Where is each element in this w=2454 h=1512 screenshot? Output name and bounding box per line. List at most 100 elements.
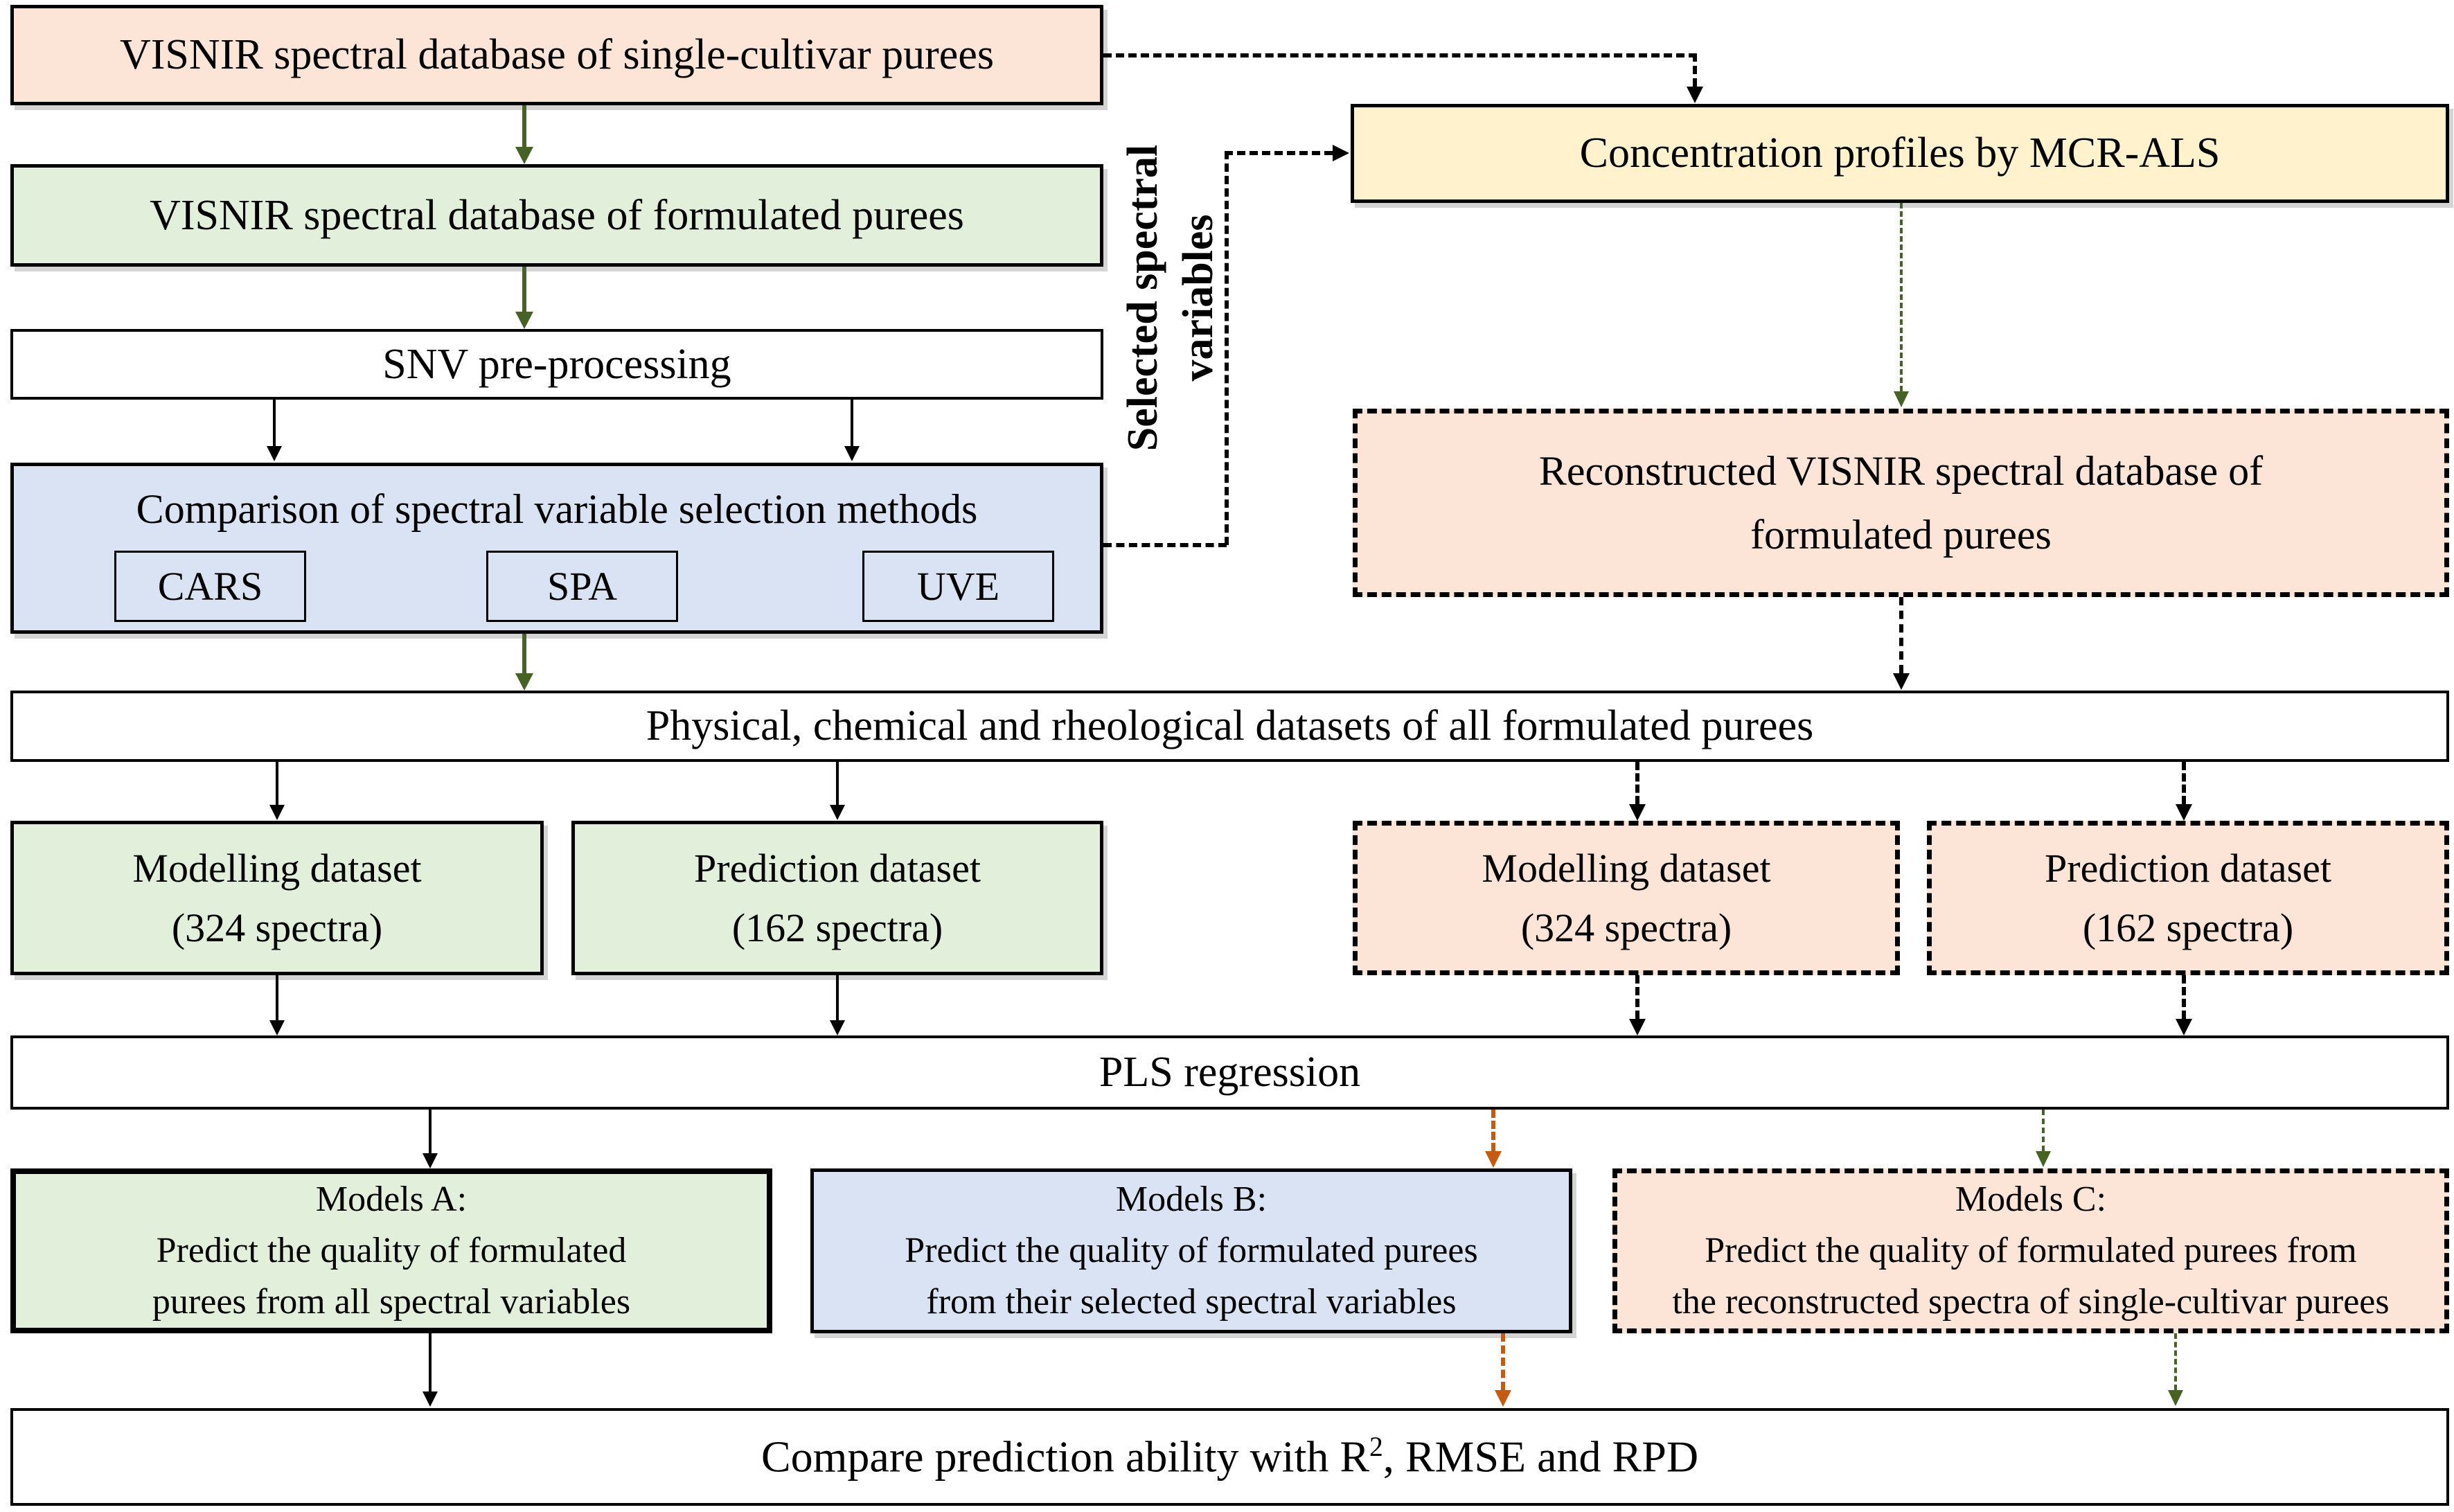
dashed-models-c-to-compare [2174, 1333, 2177, 1390]
dashed-pls-to-models-b [1491, 1110, 1495, 1151]
dashed-reconstructed-to-physical-head [1893, 673, 1910, 690]
reconstructed-db-box: Reconstructed VISNIR spectral database o… [1353, 409, 2449, 597]
physical-datasets-label: Physical, chemical and rheological datas… [646, 702, 1814, 750]
dashed-pls-to-models-b-head [1485, 1151, 1502, 1168]
mcr-als-box: Concentration profiles by MCR-ALS [1351, 104, 2449, 203]
prediction-dataset-c-box: Prediction dataset (162 spectra) [1927, 821, 2449, 975]
models-c-line1: Models C: [1955, 1180, 2107, 1219]
dashed-prediction-c-to-pls-head [2176, 1019, 2192, 1035]
prediction-dataset-a-line2: (162 spectra) [731, 905, 943, 950]
method-label-uve: UVE [916, 564, 1000, 609]
arrow-models-a-to-compare-head [423, 1391, 438, 1407]
arrow-single-to-formulated-head [515, 147, 533, 164]
dashed-selected-horizontal-upper [1225, 151, 1333, 155]
prediction-dataset-a-box: Prediction dataset (162 spectra) [571, 821, 1103, 975]
models-b-box: Models B: Predict the quality of formula… [810, 1168, 1572, 1333]
method-box-uve: UVE [862, 551, 1054, 622]
mcr-als-label: Concentration profiles by MCR-ALS [1579, 130, 2221, 177]
arrow-comparison-to-physical-head [515, 673, 533, 691]
prediction-dataset-a-line1: Prediction dataset [694, 845, 981, 891]
dashed-single-to-mcr-vertical [1693, 53, 1697, 87]
reconstructed-db-line1: Reconstructed VISNIR spectral database o… [1538, 448, 2264, 494]
dashed-single-to-mcr-horizontal [1103, 53, 1697, 57]
formulated-db-label: VISNIR spectral database of formulated p… [150, 191, 964, 239]
method-label-spa: SPA [546, 564, 618, 609]
dashed-single-to-mcr-head [1687, 87, 1703, 103]
models-a-line2: Predict the quality of formulated [156, 1231, 627, 1270]
arrow-physical-to-prediction-a-head [830, 805, 845, 820]
arrow-modelling-a-to-pls [276, 975, 278, 1020]
snv-box: SNV pre-processing [10, 329, 1103, 400]
snv-label: SNV pre-processing [382, 340, 731, 388]
comparison-box: Comparison of spectral variable selectio… [10, 463, 1103, 634]
modelling-dataset-c-line2: (324 spectra) [1520, 905, 1732, 950]
selected-spectral-line1: Selected spectral [1119, 144, 1166, 452]
dashed-selected-horizontal-lower [1103, 543, 1227, 547]
compare-label-post: , RMSE and RPD [1382, 1432, 1699, 1482]
dashed-models-c-to-compare-head [2168, 1390, 2183, 1406]
dashed-models-b-to-compare-head [1495, 1390, 1511, 1407]
method-box-cars: CARS [114, 551, 306, 622]
method-box-spa: SPA [486, 551, 678, 622]
selected-spectral-variables-label: Selected spectral variables [1115, 145, 1226, 451]
arrow-snv-to-comparison-right-head [844, 446, 860, 461]
arrow-snv-to-comparison-right [851, 400, 853, 446]
comparison-title: Comparison of spectral variable selectio… [136, 486, 978, 532]
dashed-physical-to-prediction-c-head [2176, 804, 2192, 821]
single-cultivar-db-label: VISNIR spectral database of single-culti… [120, 31, 994, 79]
dashed-physical-to-modelling-c [1635, 762, 1639, 804]
arrow-physical-to-prediction-a [836, 762, 839, 805]
arrow-pls-to-models-a [429, 1110, 432, 1153]
dashed-selected-vertical [1225, 151, 1229, 545]
dashed-mcr-to-reconstructed [1900, 203, 1903, 391]
models-a-line1: Models A: [315, 1180, 468, 1219]
formulated-db-box: VISNIR spectral database of formulated p… [10, 164, 1103, 267]
models-c-box: Models C: Predict the quality of formula… [1612, 1168, 2449, 1333]
arrow-physical-to-modelling-a-head [269, 805, 285, 820]
arrow-pls-to-models-a-head [423, 1153, 438, 1168]
models-b-line1: Models B: [1115, 1180, 1268, 1219]
dashed-pls-to-models-c [2042, 1110, 2045, 1151]
models-b-line2: Predict the quality of formulated purees [905, 1231, 1478, 1270]
modelling-dataset-c-line1: Modelling dataset [1482, 845, 1771, 891]
models-c-line2: Predict the quality of formulated purees… [1705, 1231, 2357, 1270]
arrow-formulated-to-snv-head [515, 312, 533, 329]
models-c-line3: the reconstructed spectra of single-cult… [1672, 1282, 2390, 1322]
dashed-modelling-c-to-pls-head [1629, 1019, 1646, 1035]
arrow-snv-to-comparison-left-head [267, 446, 282, 461]
arrow-models-a-to-compare [429, 1333, 432, 1391]
dashed-models-b-to-compare [1501, 1333, 1505, 1390]
modelling-dataset-a-line1: Modelling dataset [132, 845, 422, 891]
compare-label-pre: Compare prediction ability with R [761, 1432, 1370, 1482]
arrow-snv-to-comparison-left [273, 400, 276, 446]
dashed-modelling-c-to-pls [1635, 975, 1639, 1019]
prediction-dataset-c-line2: (162 spectra) [2082, 905, 2294, 950]
method-label-cars: CARS [157, 564, 263, 609]
models-b-line3: from their selected spectral variables [926, 1282, 1457, 1322]
reconstructed-db-line2: formulated purees [1750, 512, 2052, 558]
pls-regression-label: PLS regression [1099, 1049, 1361, 1096]
single-cultivar-db-box: VISNIR spectral database of single-culti… [10, 5, 1103, 105]
models-a-line3: purees from all spectral variables [152, 1282, 631, 1322]
modelling-dataset-a-line2: (324 spectra) [171, 905, 383, 950]
dashed-physical-to-prediction-c [2182, 762, 2186, 804]
arrow-prediction-a-to-pls [836, 975, 839, 1020]
physical-datasets-box: Physical, chemical and rheological datas… [10, 691, 2449, 762]
dashed-prediction-c-to-pls [2182, 975, 2186, 1019]
arrow-single-to-formulated [522, 105, 526, 148]
dashed-physical-to-modelling-c-head [1629, 804, 1646, 821]
modelling-dataset-c-box: Modelling dataset (324 spectra) [1353, 821, 1900, 975]
dashed-pls-to-models-c-head [2036, 1151, 2051, 1167]
modelling-dataset-a-box: Modelling dataset (324 spectra) [10, 821, 544, 975]
arrow-prediction-a-to-pls-head [830, 1020, 845, 1035]
compare-box: Compare prediction ability with R2, RMSE… [10, 1408, 2449, 1506]
compare-label-sup: 2 [1369, 1432, 1383, 1463]
selected-spectral-line2: variables [1175, 214, 1222, 382]
arrow-physical-to-modelling-a [276, 762, 278, 805]
pls-regression-box: PLS regression [10, 1035, 2449, 1110]
dashed-selected-head [1333, 145, 1349, 161]
dashed-mcr-to-reconstructed-head [1894, 391, 1909, 407]
prediction-dataset-c-line1: Prediction dataset [2045, 845, 2331, 891]
models-a-box: Models A: Predict the quality of formula… [10, 1168, 772, 1333]
